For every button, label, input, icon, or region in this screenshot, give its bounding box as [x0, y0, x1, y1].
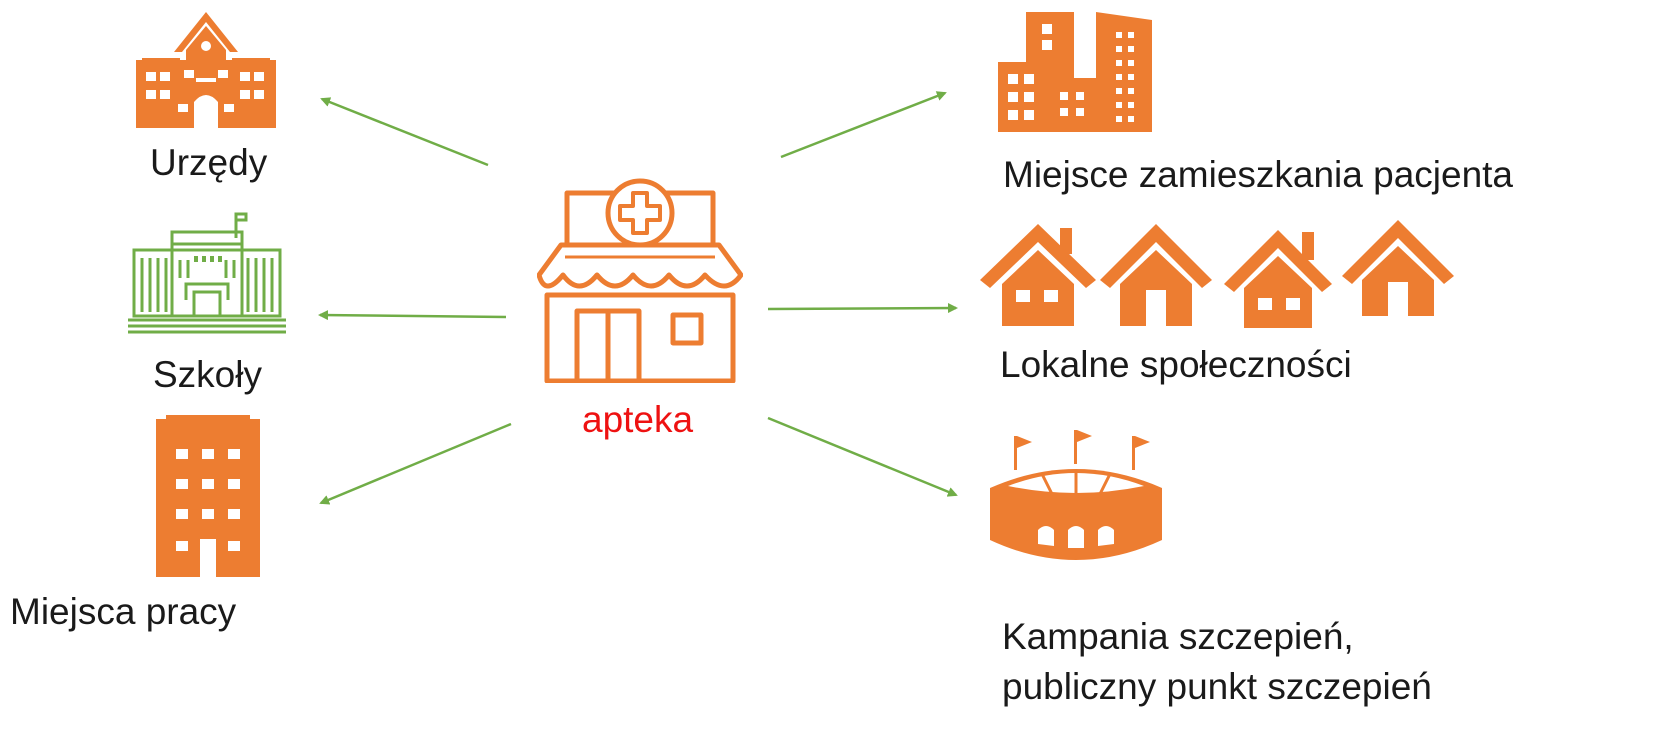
office-tower-icon [156, 415, 260, 577]
szkoly-label: Szkoły [153, 354, 262, 395]
urzedy-label: Urzędy [150, 142, 268, 183]
stadium-icon [986, 430, 1166, 570]
miejsce-zamieszkania-label: Miejsce zamieszkania pacjenta [1003, 154, 1514, 195]
pharmacy-store-icon [537, 177, 743, 383]
school-building-icon [128, 208, 286, 334]
arrow-to-urzedy [320, 97, 489, 167]
city-hall-icon [134, 8, 278, 128]
arrow-to-miejsce-zamieszkania [780, 91, 947, 159]
arrow-to-miejsca-pracy [319, 422, 512, 505]
apartment-buildings-icon [998, 12, 1154, 132]
arrow-to-szkoly [318, 310, 507, 321]
arrow-to-kampania [767, 416, 958, 497]
kampania-label-line1: Kampania szczepień, [1002, 616, 1354, 657]
arrow-to-lokalne-spolecznosci [767, 303, 958, 314]
apteka-label: apteka [582, 399, 694, 440]
miejsca-pracy-label: Miejsca pracy [10, 591, 237, 632]
houses-icon [980, 216, 1458, 328]
lokalne-spolecznosci-label: Lokalne społeczności [1000, 344, 1352, 385]
kampania-label-line2: publiczny punkt szczepień [1002, 666, 1432, 707]
